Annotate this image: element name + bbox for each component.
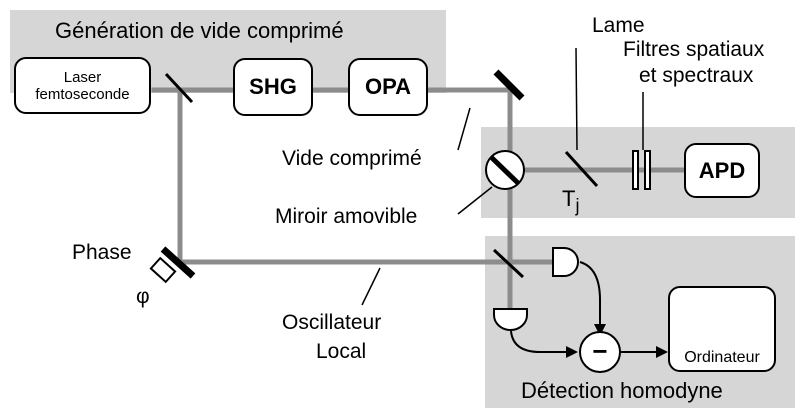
label-lame: Lame [592,14,645,37]
opa-box: OPA [348,58,428,116]
label-phi: φ [136,285,150,308]
label-phase: Phase [72,241,132,264]
photodiode-1 [552,247,579,277]
photodiode-2 [493,308,528,331]
label-filtres-line2: et spectraux [639,64,754,87]
label-miroir-amovible: Miroir amovible [275,205,418,228]
computer-label: Ordinateur [684,349,760,366]
apd-box: APD [684,143,760,198]
shg-label: SHG [249,74,297,99]
opa-label: OPA [364,74,412,99]
zone-title-generation: Génération de vide comprimé [55,18,344,43]
label-tj: Tj [562,186,579,216]
subtractor-symbol: − [592,336,608,366]
laser-label-line1: Laser [63,68,102,86]
filter-2 [644,150,651,190]
label-filtres-line1: Filtres spatiaux [623,38,765,61]
laser-label-line2: femtoseconde [35,85,130,103]
zone-title-detection: Détection homodyne [521,378,723,403]
label-tj-main: T [562,186,576,211]
label-oscillateur-line1: Oscillateur [282,311,382,334]
beamsplitter-homodyne [492,248,525,279]
filter-1 [632,150,639,190]
beamsplitter-laser [164,72,194,104]
wire-detector-2 [510,330,566,353]
arrow-right-computer [656,346,668,358]
leader-oscillateur [361,267,381,306]
phase-actuator [149,256,177,284]
leader-miroir-amovible [457,186,493,215]
wire-detector-1 [579,261,601,326]
mirror-phase [160,246,196,279]
arrow-right-subtractor [566,346,578,358]
removable-mirror-plate [489,155,521,186]
laser-box: Laser femtoseconde [14,57,151,114]
computer-box: Ordinateur [668,286,776,372]
leader-lame [575,47,578,151]
label-tj-sub: j [575,195,580,216]
apd-label: APD [698,157,746,183]
subtractor-circle [579,331,621,373]
mirror-top-right [493,69,525,101]
arrow-down-subtractor [594,324,606,336]
label-vide-comprime: Vide comprimé [282,147,422,170]
lame-plate [564,150,599,188]
label-oscillateur-line2: Local [316,340,367,363]
shg-box: SHG [233,58,313,116]
leader-vide-comprime [457,107,471,151]
